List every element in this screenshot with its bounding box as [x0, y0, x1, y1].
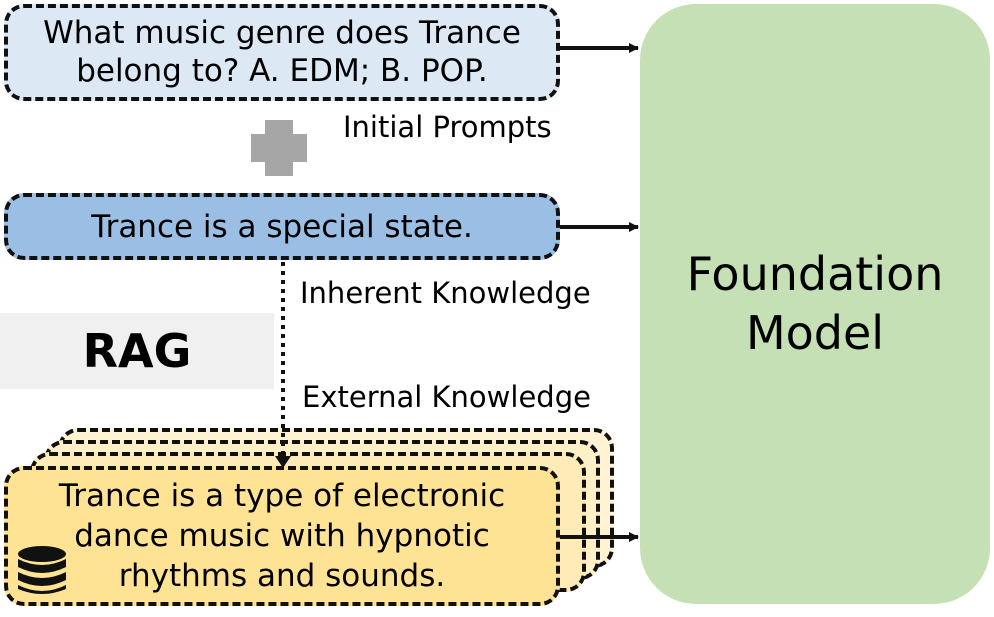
question-line-2: belong to? A. EDM; B. POP.	[76, 52, 488, 89]
question-line-1: What music genre does Trance	[43, 15, 521, 52]
external-line-1: Trance is a type of electronic	[58, 477, 506, 514]
rag-text: RAG	[82, 324, 192, 378]
database-icon	[18, 546, 66, 594]
external-line-2: dance music with hypnotic	[74, 517, 490, 554]
plus-icon-horizontal	[251, 134, 307, 162]
foundation-model-line-2: Model	[745, 306, 885, 360]
inherent-knowledge-label: Inherent Knowledge	[300, 276, 591, 310]
inherent-knowledge-text: Trance is a special state.	[91, 208, 473, 245]
question-box: What music genre does Trance belong to? …	[4, 4, 560, 101]
initial-prompts-label: Initial Prompts	[343, 110, 552, 144]
external-line-3: rhythms and sounds.	[118, 558, 446, 595]
foundation-model-box: Foundation Model	[640, 4, 990, 604]
dotted-connector-arrowhead	[275, 456, 291, 468]
rag-label: RAG	[0, 313, 274, 389]
external-knowledge-label: External Knowledge	[302, 380, 591, 414]
inherent-knowledge-box: Trance is a special state.	[4, 193, 560, 260]
external-knowledge-box: Trance is a type of electronic dance mus…	[4, 466, 560, 606]
foundation-model-line-1: Foundation	[686, 247, 944, 302]
